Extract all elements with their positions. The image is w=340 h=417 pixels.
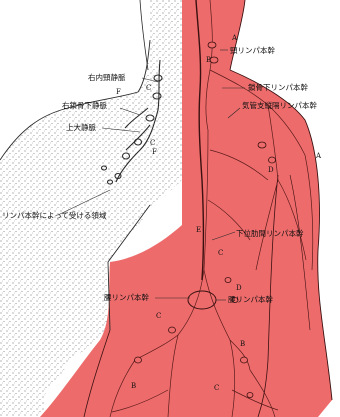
letter-f: F <box>152 148 157 156</box>
label-lumbar-trunk-left: 腰リンパ本幹 <box>104 292 149 302</box>
letter-b: B <box>240 340 245 348</box>
label-lumbar-trunk-right: 腰リンパ本幹 <box>228 294 273 304</box>
label-right-internal-jugular-vein: 右内頸静脈 <box>88 72 126 82</box>
label-right-subclavian-vein: 右鎖骨下静脈 <box>62 100 107 110</box>
letter-d: D <box>268 166 274 174</box>
letter-d: D <box>236 284 242 292</box>
letter-a: A <box>231 34 238 42</box>
label-jugular-trunk: 頸リンパ本幹 <box>230 45 275 55</box>
letter-e: E <box>196 226 201 234</box>
letter-c: C <box>218 249 223 257</box>
label-bronchomediastinal-trunk: 気管支縦隔リンパ本幹 <box>242 100 317 110</box>
neck-outline-left <box>140 0 148 70</box>
label-intercostal-trunk: 下位肋間リンパ本幹 <box>236 228 304 238</box>
letter-c: C <box>214 384 219 392</box>
label-superior-vena-cava: 上大静脈 <box>66 122 96 132</box>
letter-c: C <box>156 312 161 320</box>
label-drainage-region: リンパ本幹によって受ける領域 <box>2 210 107 220</box>
letter-a: A <box>315 152 322 160</box>
letter-b: B <box>206 56 211 64</box>
letter-c: C <box>150 139 155 147</box>
letter-f: F <box>116 88 121 96</box>
letter-b: B <box>131 382 136 390</box>
letter-c: C <box>146 84 151 92</box>
label-subclavian-trunk: 鎖骨下リンパ本幹 <box>248 82 308 92</box>
